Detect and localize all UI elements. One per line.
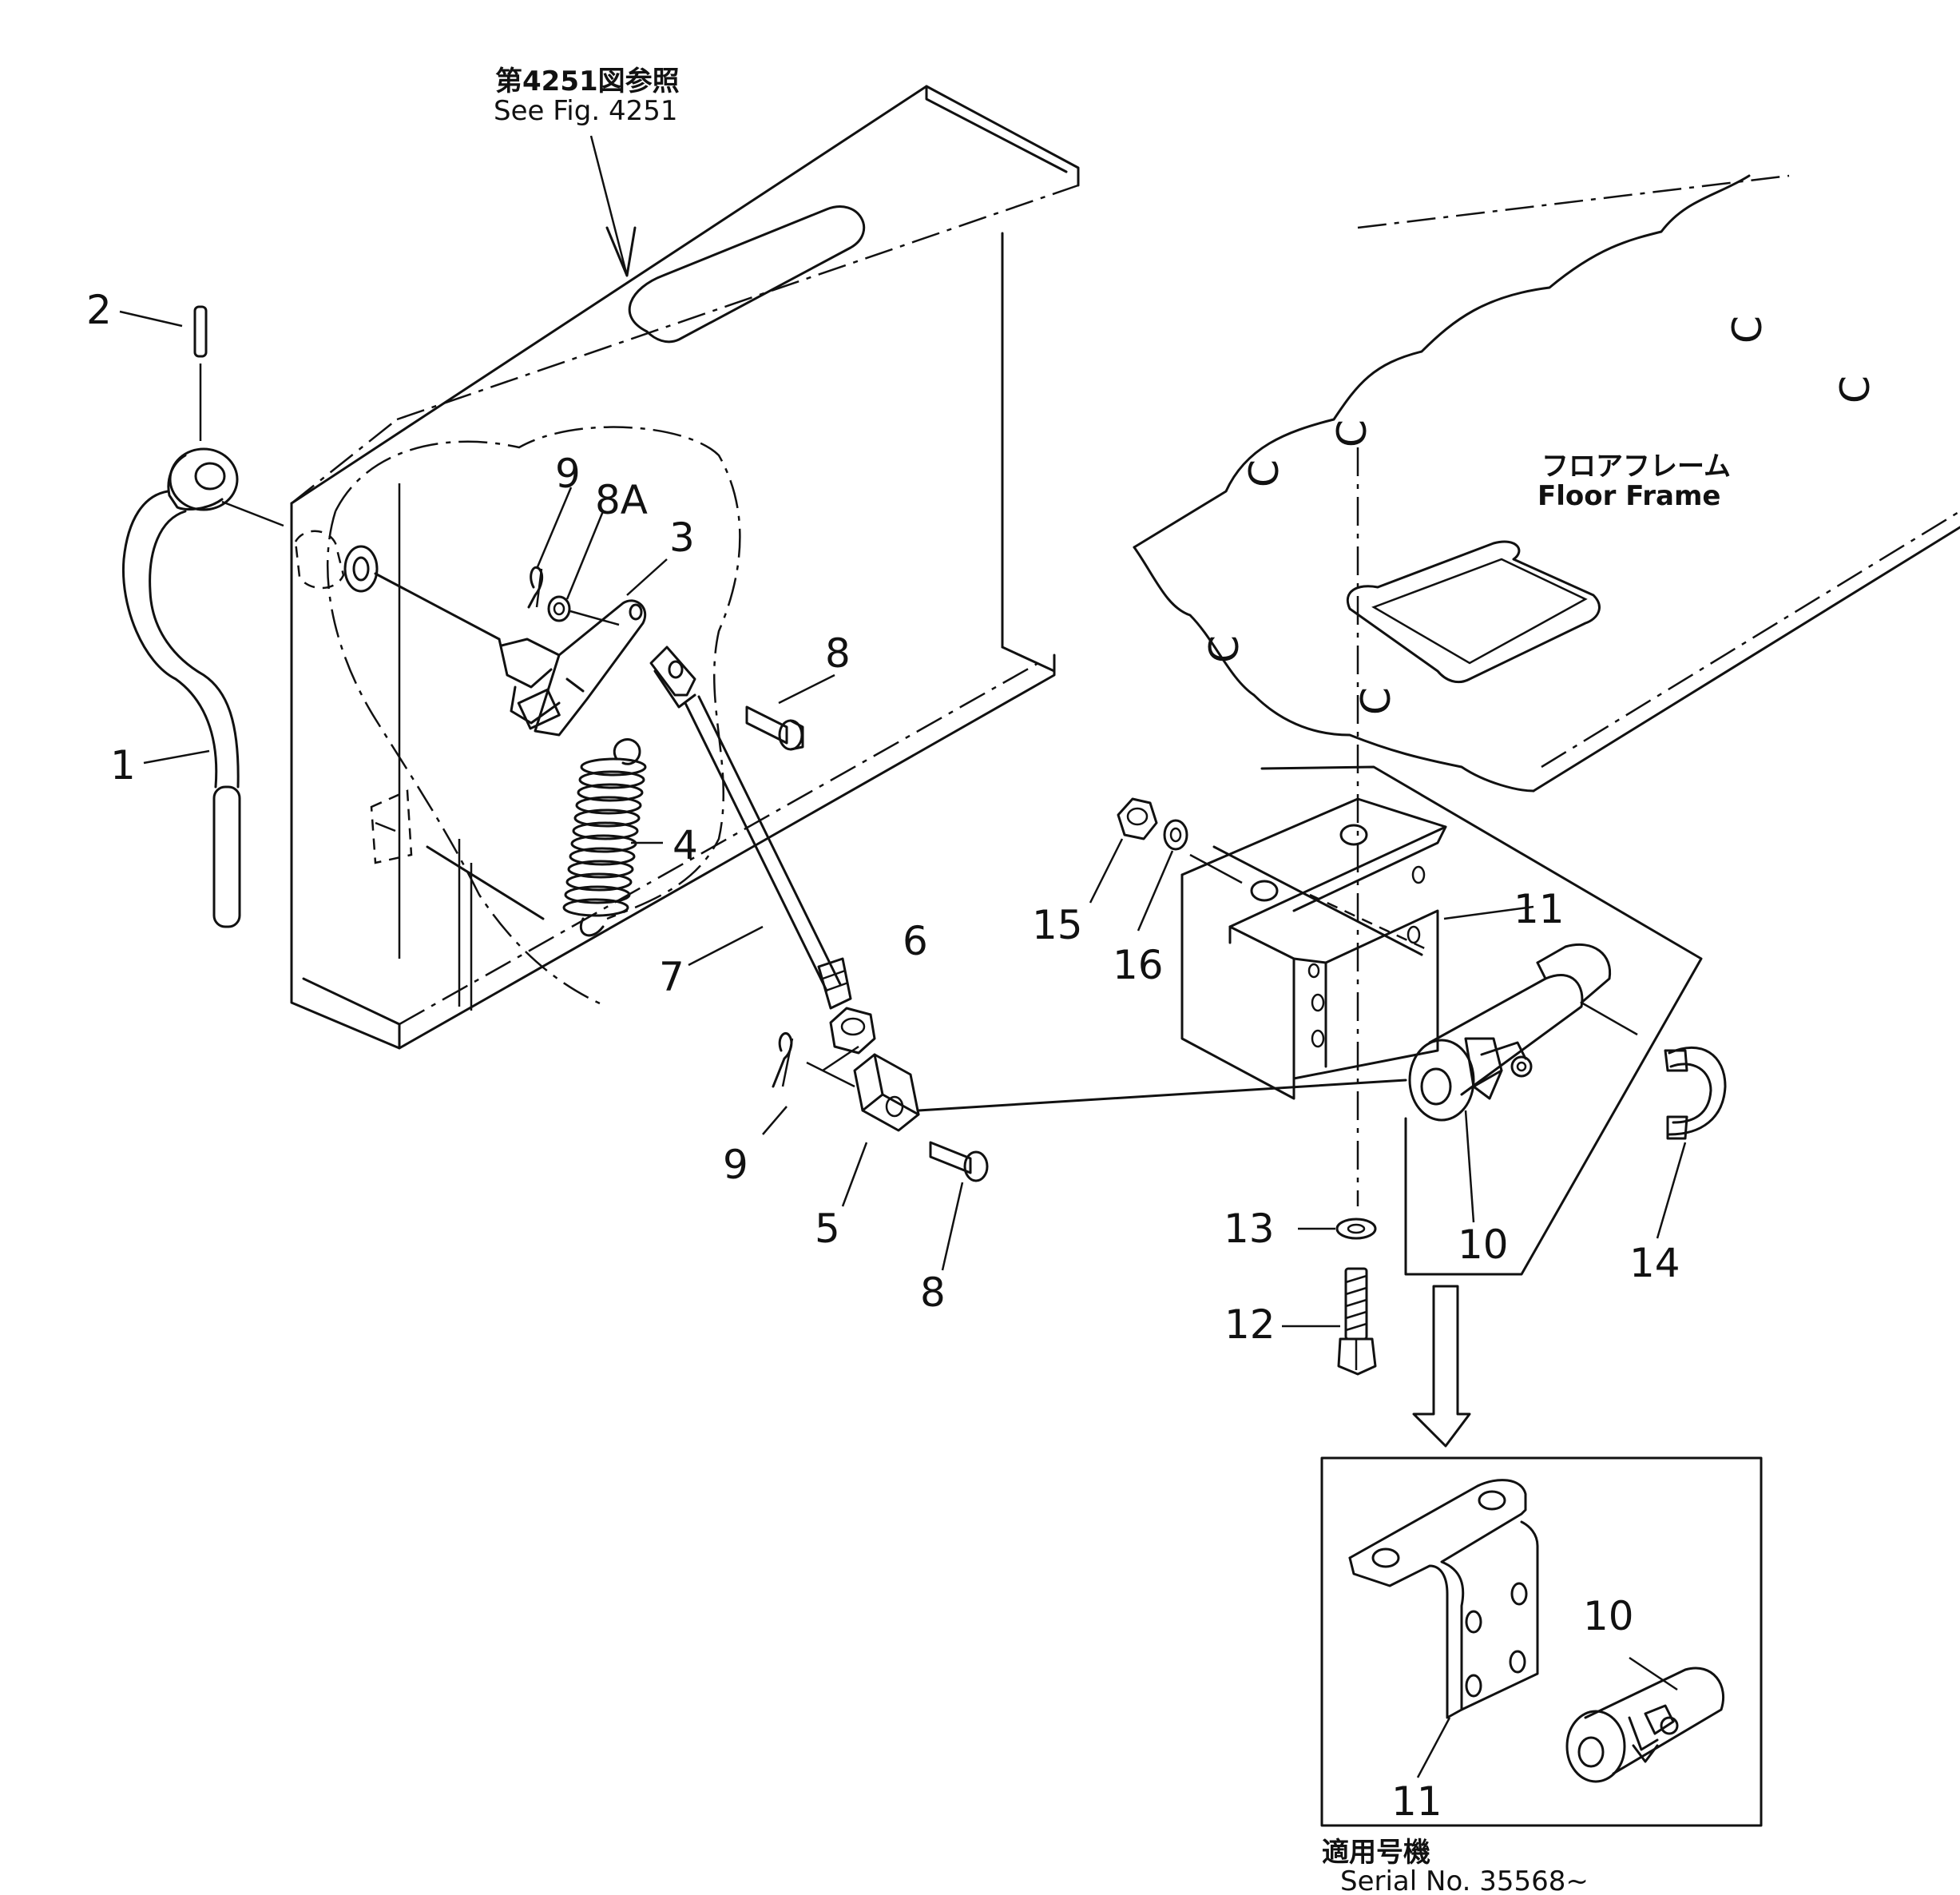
part-label-2: 2 bbox=[86, 287, 112, 333]
lever-part-1 bbox=[121, 447, 284, 928]
part-label-8: 8 bbox=[920, 1269, 946, 1316]
cotter-pin-part-9-upper bbox=[527, 566, 544, 609]
lever-arm-part-3 bbox=[498, 599, 647, 737]
frame-mark-c: C bbox=[1329, 419, 1375, 447]
spring-coil bbox=[564, 885, 631, 904]
spring-coil bbox=[573, 808, 641, 828]
see-fig-jp: 第4251図参照 bbox=[495, 66, 680, 97]
spring-coil bbox=[578, 770, 645, 789]
cotter-pin-part-9-lower bbox=[772, 1032, 855, 1088]
spring-coil bbox=[580, 757, 647, 777]
floor-frame-label-jp: フロアフレーム bbox=[1541, 451, 1731, 483]
washer-part-13 bbox=[1335, 1218, 1377, 1240]
valve-part-10 bbox=[1212, 845, 1638, 1122]
frame-mark-c: C bbox=[1241, 459, 1287, 487]
part-label-14: 14 bbox=[1629, 1240, 1680, 1286]
part-label-15: 15 bbox=[1032, 902, 1083, 948]
part-label-7: 7 bbox=[659, 954, 684, 1000]
bolt-part-8-upper bbox=[745, 705, 804, 751]
spring-coil bbox=[567, 860, 634, 879]
frame-mark-c: C bbox=[1353, 687, 1399, 715]
u-bolt-part-14 bbox=[1664, 1046, 1727, 1140]
frame-mark-c: C bbox=[1201, 635, 1248, 663]
block-part-5 bbox=[853, 1053, 1407, 1132]
frame-mark-c: C bbox=[1832, 375, 1879, 403]
serial-note-en: Serial No. 35568~ bbox=[1340, 1865, 1589, 1895]
inset-part-label-11: 11 bbox=[1391, 1778, 1442, 1825]
part-label-4: 4 bbox=[673, 822, 698, 868]
nut-part-6 bbox=[829, 1007, 876, 1055]
part-label-10: 10 bbox=[1458, 1222, 1509, 1268]
see-fig-en: See Fig. 4251 bbox=[494, 95, 677, 127]
spring-coil bbox=[565, 872, 633, 892]
spring-coil bbox=[572, 821, 639, 840]
part-label-5: 5 bbox=[815, 1206, 840, 1252]
frame-housing bbox=[290, 85, 1080, 1050]
bolt-part-8-lower bbox=[929, 1141, 989, 1182]
serial-note-jp: 適用号機 bbox=[1322, 1837, 1430, 1869]
leader-lines bbox=[119, 135, 1687, 1328]
rod-part-7 bbox=[649, 646, 852, 1010]
floor-frame-marks: C C C C C C bbox=[1201, 316, 1879, 715]
down-arrow-icon bbox=[1412, 1285, 1471, 1448]
inset-part-label-10: 10 bbox=[1583, 1593, 1634, 1639]
bracket-part-11 bbox=[1180, 765, 1703, 1276]
pin-part-2 bbox=[193, 305, 208, 441]
washer-part-16 bbox=[1163, 819, 1188, 851]
inset-box bbox=[1320, 1456, 1763, 1827]
spring-coil bbox=[575, 796, 642, 815]
floor-frame bbox=[1133, 174, 1960, 793]
frame-mark-c: C bbox=[1724, 316, 1771, 344]
part-label-11: 11 bbox=[1514, 886, 1565, 932]
part-label-8A: 8A bbox=[595, 477, 648, 523]
nut-part-15 bbox=[1117, 797, 1158, 840]
part-label-6: 6 bbox=[903, 918, 928, 964]
spring-coil bbox=[577, 783, 644, 802]
washer-part-8A bbox=[547, 595, 620, 626]
part-label-9: 9 bbox=[555, 451, 581, 497]
part-label-16: 16 bbox=[1113, 942, 1164, 988]
spring-part-4 bbox=[562, 738, 647, 937]
screw-part-12 bbox=[1337, 1267, 1377, 1376]
part-label-13: 13 bbox=[1224, 1206, 1275, 1252]
part-label-3: 3 bbox=[669, 514, 695, 561]
part-label-9: 9 bbox=[723, 1142, 748, 1188]
floor-frame-label-en: Floor Frame bbox=[1537, 480, 1720, 512]
part-label-1: 1 bbox=[110, 742, 136, 789]
part-label-8: 8 bbox=[825, 630, 851, 677]
spring-coil bbox=[569, 847, 636, 866]
spring-coil bbox=[562, 898, 629, 917]
part-label-12: 12 bbox=[1224, 1301, 1276, 1348]
